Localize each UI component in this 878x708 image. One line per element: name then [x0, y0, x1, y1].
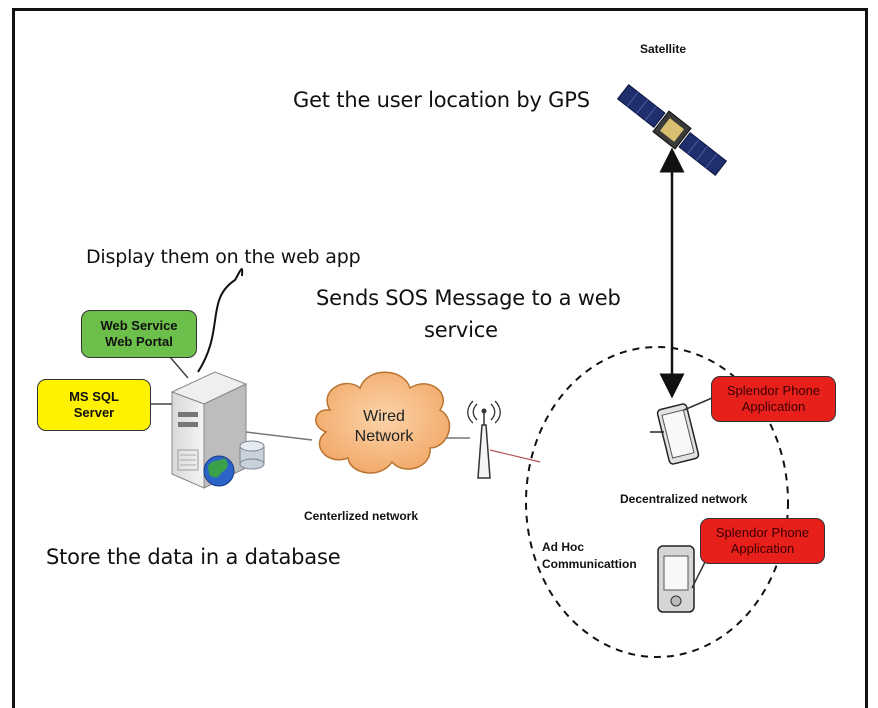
- web-service-box: Web Service Web Portal: [81, 310, 197, 358]
- ms-sql-box: MS SQL Server: [37, 379, 151, 431]
- web-service-line1: Web Service: [100, 318, 178, 333]
- decentralized-label: Decentralized network: [620, 492, 748, 506]
- phone-app-2-line1: Splendor Phone: [715, 525, 810, 540]
- network-diagram: [150, 84, 789, 658]
- adhoc-circle: [525, 346, 789, 658]
- adhoc-label-line2: Communicattion: [542, 557, 637, 571]
- tablet-app-link: [683, 397, 713, 411]
- phone-app-1-line1: Splendor Phone: [726, 383, 821, 398]
- wired-label-line2: Network: [354, 428, 414, 445]
- antenna-icon: [467, 400, 501, 479]
- adhoc-label-line1: Ad Hoc: [542, 540, 584, 554]
- globe-icon: [203, 455, 235, 487]
- phone-app-box-1: Splendor Phone Application: [711, 376, 836, 422]
- satellite-icon: [616, 84, 728, 176]
- centralized-label: Centerlized network: [304, 509, 419, 523]
- wired-network-label: Wired Network: [349, 407, 419, 447]
- display-label: Display them on the web app: [86, 246, 361, 268]
- tablet-icon: [650, 403, 700, 465]
- diagram-frame: [12, 8, 868, 708]
- sends-sos-label-line2: service: [424, 318, 498, 342]
- sends-sos-label-line1: Sends SOS Message to a web: [316, 286, 621, 310]
- smartphone-icon: [657, 545, 695, 613]
- server-cloud-link: [245, 431, 313, 441]
- server-icon: [170, 371, 248, 489]
- ms-sql-line1: MS SQL: [69, 389, 119, 404]
- phone-app-box-2: Splendor Phone Application: [700, 518, 825, 564]
- phone-app-2-line2: Application: [730, 541, 795, 556]
- store-label: Store the data in a database: [46, 545, 341, 569]
- satellite-label: Satellite: [640, 42, 687, 56]
- gps-label: Get the user location by GPS: [293, 88, 590, 112]
- antenna-adhoc-link: [489, 449, 541, 463]
- ms-sql-line2: Server: [73, 405, 115, 420]
- wired-label-line1: Wired: [363, 408, 405, 425]
- webservice-connector: [169, 356, 189, 379]
- phone-app-1-line2: Application: [741, 399, 806, 414]
- display-connector: [197, 268, 244, 373]
- database-icon: [239, 440, 265, 470]
- cloud-icon: [315, 371, 451, 474]
- web-service-line2: Web Portal: [105, 334, 173, 349]
